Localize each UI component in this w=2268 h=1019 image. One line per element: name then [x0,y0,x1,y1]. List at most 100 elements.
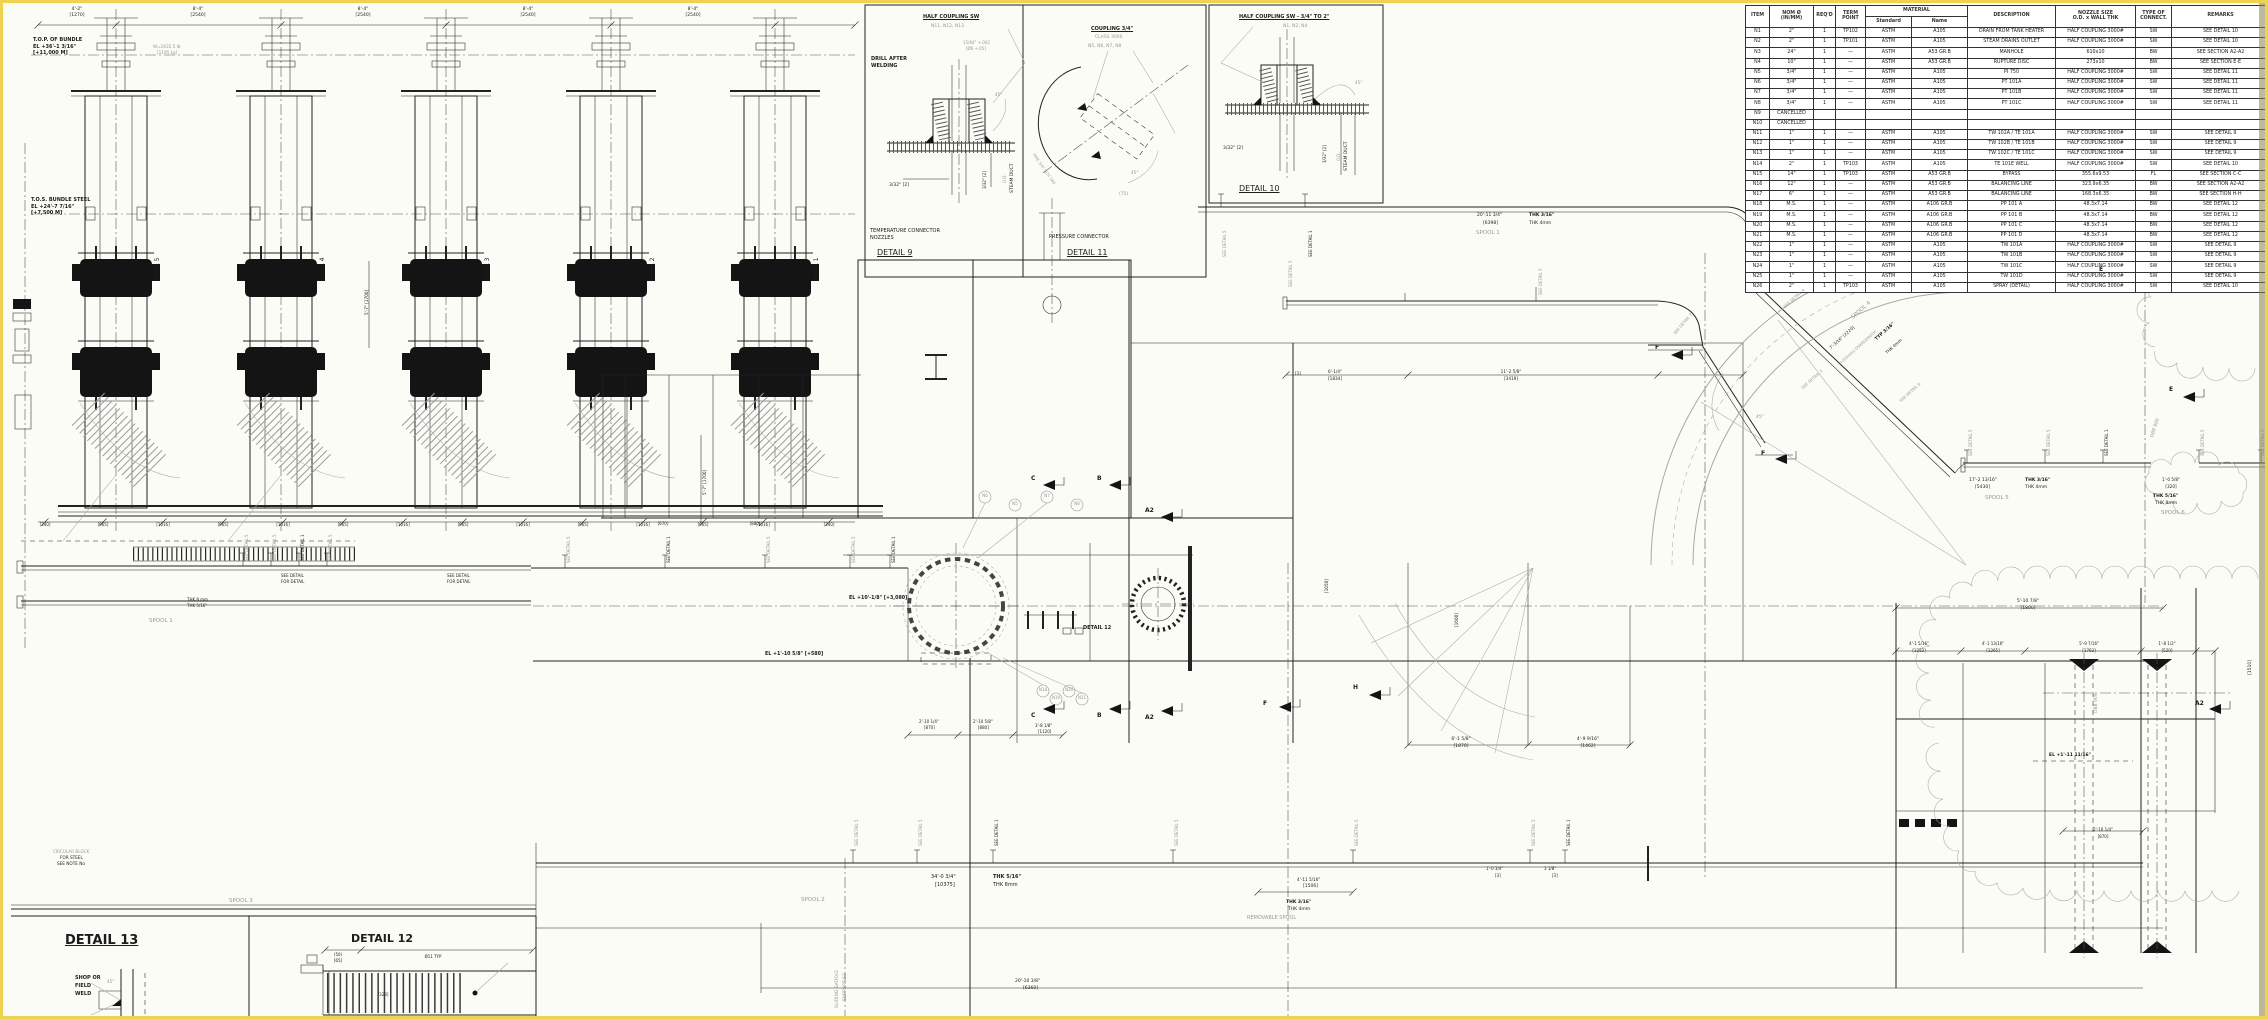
table-row: N5 3/4" 1 — ASTM A105 PI 750 HALF COUPLI… [1745,67,2265,79]
cell-size: HALF COUPLING 3000# [2055,159,2137,171]
detail-12-ref: DETAIL 12 [1083,625,1112,631]
cell-item: N16 [1745,179,1770,192]
annotation-label: 45° [107,979,115,984]
cell-nom: 3/4" [1769,98,1814,110]
cell-item: N26 [1745,281,1770,293]
annotation-label: THK 5/16" [2153,494,2179,499]
cell-connect-type: BW [2135,57,2173,69]
annotation-label: Ø11 TYP [424,954,442,959]
annotation-label: SLIDING SADDLE [835,969,840,1008]
cell-material: A106 GR.B [1910,210,1969,222]
annotation-label: [2540] [685,13,701,18]
cell-material: A105 [1910,67,1969,79]
annotation-label: 8'-4" [192,7,204,12]
annotation-label: [1265] [1986,647,2000,653]
cell-material: A106 GR.B [1910,230,1969,242]
spool-6-label: SPOOL 6 [2161,510,2185,516]
cell-standard: ASTM [1865,230,1912,242]
cell-material: A105 [1910,26,1969,39]
cell-connect-type: SW [2135,37,2173,49]
cell-term: — [1835,77,1866,90]
annotation-label: [1600] [1454,613,1459,627]
cell-size: HALF COUPLING 3000# [2055,37,2137,49]
annotation-label: [3419] [1504,376,1518,381]
elevation-view [12,9,883,648]
bottom-detail-boxes [11,904,537,1016]
bottom-piping [535,603,2163,993]
annotation-label: [340] [823,522,835,527]
table-row: N22 1" 1 — ASTM A105 TW 101A HALF COUPLI… [1745,240,2265,253]
cell-item: N7 [1745,88,1770,100]
annotation-label: DRILL AFTER [871,56,907,62]
annotation-label: EL +1'-10 5/8" [+580] [765,652,824,657]
cell-term: TP103 [1835,159,1866,171]
annotation-label: THK 5/16" [187,602,208,608]
table-row: N8 3/4" 1 — ASTM A105 PT 101C HALF COUPL… [1745,98,2265,110]
cell-size: HALF COUPLING 3000# [2055,98,2137,110]
cell-remarks [2171,118,2265,130]
cell-connect-type: SW [2135,128,2173,141]
cell-standard: ASTM [1865,220,1912,232]
annotation-label: [965] [217,522,229,527]
cell-size: 48.3x7.14 [2055,210,2137,222]
cell-standard: ASTM [1865,77,1912,90]
cell-standard: ASTM [1865,26,1912,39]
annotation-label: N20 [1064,687,1074,692]
cell-nom: 3/4" [1769,88,1814,100]
annotation-label: WELD [75,991,92,997]
cell-term: — [1835,220,1866,232]
cell-standard: ASTM [1865,179,1912,192]
cell-standard: ASTM [1865,37,1912,49]
annotation-label: [1462] [1580,744,1596,749]
cell-description: BALANCING LINE [1967,189,2057,202]
cell-connect-type: BW [2135,47,2173,59]
cell-term: — [1835,271,1866,283]
cell-nom: 14" [1769,169,1814,181]
annotation-label: [1510] [2248,660,2253,675]
annotation-label: FOR DETAIL [447,578,471,584]
cell-term: — [1835,179,1866,192]
cell-reqd: 1 [1813,169,1836,181]
cell-description: PP 101 B [1967,210,2057,222]
annotation-label: SEE DETAIL 1 [666,536,671,563]
annotation-label: 4'-1 13/16" [1981,641,2005,646]
cell-description: PP 101 D [1967,230,2057,242]
annotation-label: 20'-11 3/4" [1477,213,1503,218]
cell-material: A105 [1910,139,1969,151]
cell-term: — [1835,128,1866,141]
annotation-label: 3 1/8" [1544,866,1557,871]
cell-nom: CANCELLED [1769,118,1814,130]
cell-description: DRAIN FROM TANK HEATER [1967,26,2057,39]
annotation-label: SEE DETAIL 1 [300,534,305,561]
cell-reqd [1813,108,1836,120]
cell-reqd: 1 [1813,230,1836,242]
annotation-label: SEE DETAIL 5 [854,819,859,846]
cell-connect-type: SW [2135,149,2173,161]
annotation-label: C [1031,475,1036,482]
cell-size: 48.3x7.14 [2055,220,2137,232]
cell-material: A105 [1910,37,1969,49]
table-row: N15 14" 1 TP103 ASTM A53 GR.B BYPASS 355… [1745,169,2265,181]
cell-size: HALF COUPLING 3000# [2055,149,2137,161]
elevation-label-top-of-bundle: T.O.P. OF BUNDLE [33,37,83,43]
cell-item: N24 [1745,261,1770,273]
annotation-label: EL +10'-1/8" [+3,080] [849,596,908,601]
cell-size: HALF COUPLING 3000# [2055,77,2137,90]
cell-item: N15 [1745,169,1770,181]
cell-standard: ASTM [1865,251,1912,263]
table-row: N24 1" 1 — ASTM A105 TW 101C HALF COUPLI… [1745,261,2265,273]
cell-connect-type: SW [2135,261,2173,273]
cell-material [1910,108,1969,120]
cell-description: MANHOLE [1967,47,2057,59]
cell-nom: 24" [1769,47,1814,59]
cell-remarks: SEE SECTION E-E [2171,57,2265,69]
cell-connect-type: BW [2135,220,2173,232]
cell-nom: 2" [1769,281,1814,293]
cell-reqd: 1 [1813,179,1836,192]
annotation-label: [3] [1495,873,1501,878]
annotation-label: 3/32" [2] [982,171,987,189]
cell-remarks: SEE DETAIL 9 [2171,240,2265,253]
annotation-label: [2540] [520,13,536,18]
